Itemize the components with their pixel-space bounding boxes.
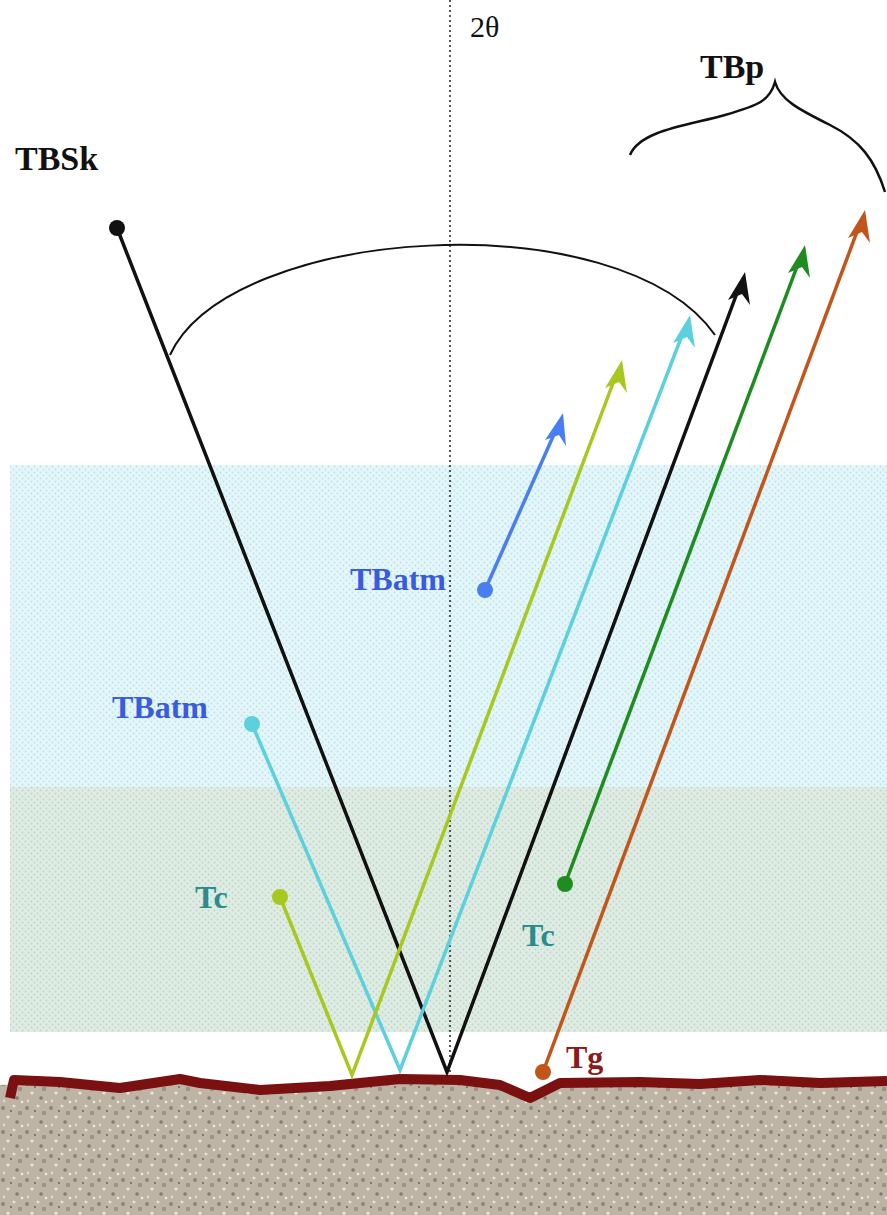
ground-label: Tg	[566, 1040, 603, 1075]
sky-label: TBSk	[15, 140, 98, 177]
total-label: TBp	[700, 48, 764, 85]
canopy-label: Tc	[195, 880, 228, 915]
angle-label: 2θ	[470, 10, 499, 43]
canopy-label: Tc	[522, 918, 555, 953]
atmosphere-label: TBatm	[112, 690, 208, 725]
atmosphere-label: TBatm	[350, 562, 446, 597]
